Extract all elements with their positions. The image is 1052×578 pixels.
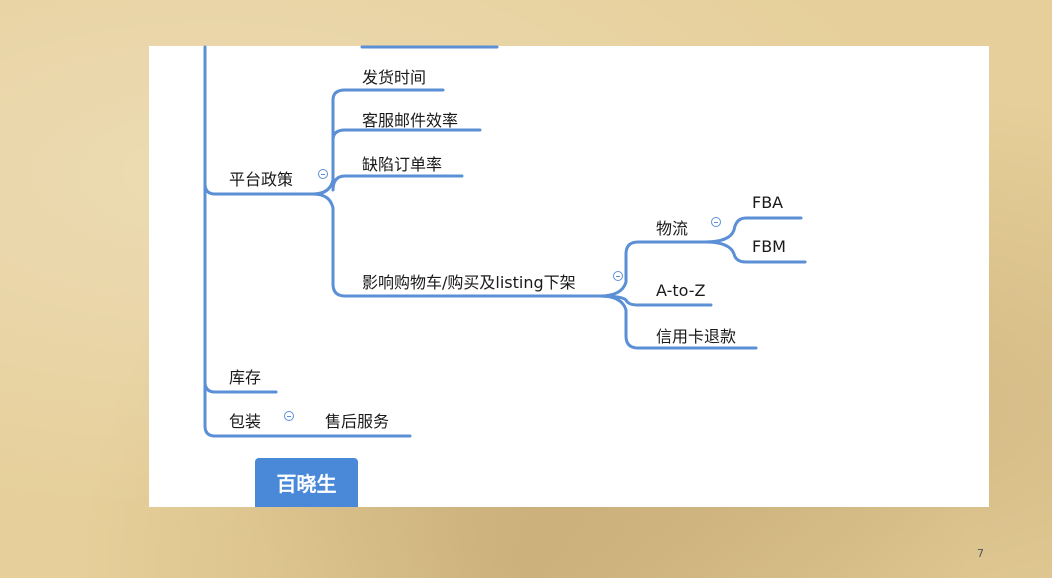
link-buybox — [311, 192, 602, 298]
collapse-packaging-icon[interactable] — [284, 411, 294, 421]
node-fbm[interactable]: FBM — [752, 237, 786, 256]
node-platform-policy[interactable]: 平台政策 — [229, 170, 294, 189]
link-chargeback — [598, 294, 758, 350]
collapse-logistics-icon[interactable] — [711, 217, 721, 227]
node-after-sales[interactable]: 售后服务 — [325, 412, 390, 431]
link-logistics — [598, 240, 707, 298]
node-buybox-listing[interactable]: 影响购物车/购买及listing下架 — [362, 273, 576, 292]
node-inventory[interactable]: 库存 — [229, 368, 262, 387]
mindmap-canvas — [149, 46, 989, 507]
node-fba[interactable]: FBA — [752, 193, 784, 212]
brand-badge: 百晓生 — [255, 458, 358, 507]
node-delivery-time[interactable]: 发货时间 — [362, 68, 427, 87]
node-packaging[interactable]: 包装 — [229, 412, 262, 431]
link-defect-order — [331, 174, 464, 192]
node-a-to-z[interactable]: A-to-Z — [656, 281, 706, 300]
node-defect-order-rate[interactable]: 缺陷订单率 — [362, 155, 443, 174]
trunk-line — [203, 45, 217, 438]
link-cs-email — [331, 128, 482, 182]
link-fbm — [703, 240, 807, 264]
link-platform-policy — [203, 182, 315, 196]
page-number: 7 — [977, 547, 984, 560]
node-chargeback[interactable]: 信用卡退款 — [656, 327, 737, 346]
collapse-platform-policy-icon[interactable] — [318, 169, 328, 179]
collapse-buybox-icon[interactable] — [613, 271, 623, 281]
link-inventory — [203, 380, 278, 394]
link-delivery-time — [311, 88, 445, 196]
node-logistics[interactable]: 物流 — [656, 219, 689, 238]
link-fba — [703, 216, 803, 244]
node-cs-email-efficiency[interactable]: 客服邮件效率 — [362, 111, 459, 130]
